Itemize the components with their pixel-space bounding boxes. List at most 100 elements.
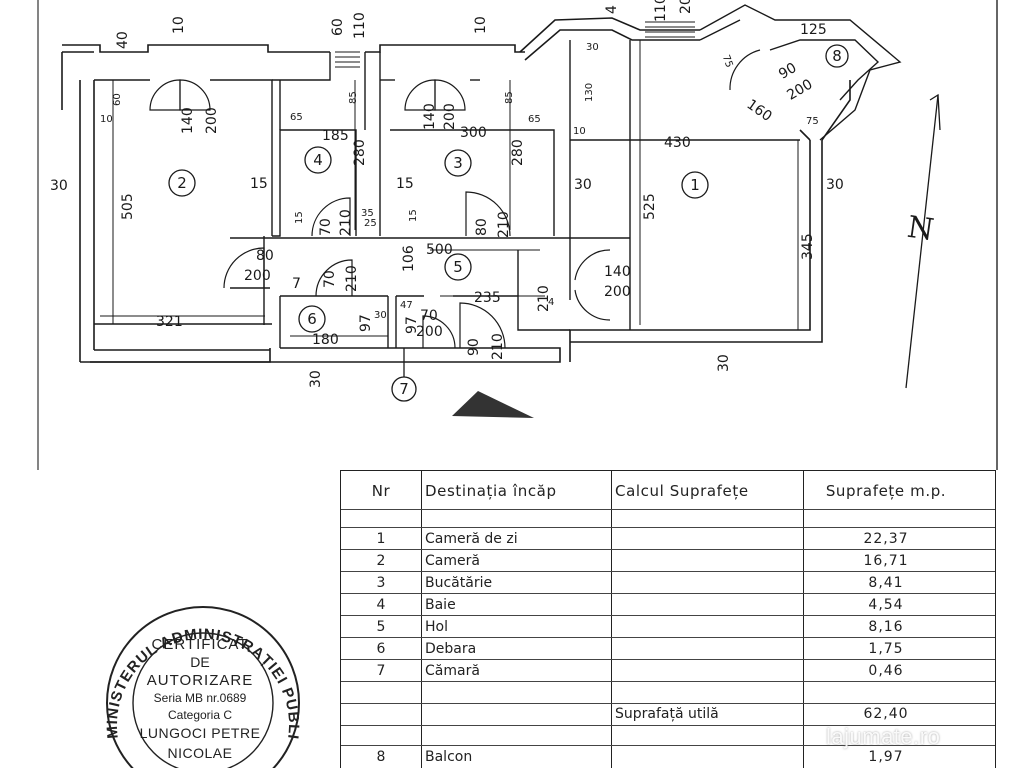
row-nr: 1 bbox=[376, 531, 386, 547]
room-area-table: Nr Destinația încăp Calcul Suprafețe Sup… bbox=[340, 470, 996, 768]
header-destination: Destinația încăp bbox=[425, 482, 557, 500]
row-nr: 5 bbox=[376, 619, 386, 635]
table-rule bbox=[341, 615, 995, 616]
total-area: 62,40 bbox=[863, 706, 909, 722]
dim-label: 125 bbox=[800, 22, 827, 38]
dim-label: 15 bbox=[396, 176, 414, 192]
dim-label: 80 bbox=[474, 218, 490, 236]
dim-label: 210 bbox=[496, 211, 512, 238]
table-header-row: Nr Destinația încăp Calcul Suprafețe Sup… bbox=[341, 480, 995, 502]
table-row: 8 Balcon 1,97 bbox=[341, 746, 995, 768]
stamp-line: AUTORIZARE bbox=[146, 672, 254, 689]
dim-label: 140 bbox=[604, 264, 631, 280]
table-divider bbox=[803, 471, 804, 768]
table-divider bbox=[611, 471, 612, 768]
table-row: 7 Cămară 0,46 bbox=[341, 660, 995, 682]
dim-label: 280 bbox=[510, 139, 526, 166]
dim-label: 525 bbox=[642, 193, 658, 220]
dim-label: 30 bbox=[308, 370, 324, 388]
stamp-line: LUNGOCI PETRE bbox=[139, 725, 261, 741]
dim-label: 70 bbox=[318, 218, 334, 236]
dim-label: 30 bbox=[586, 42, 599, 53]
room-numbers bbox=[168, 44, 849, 402]
dim-label: 210 bbox=[536, 285, 552, 312]
table-rule bbox=[341, 637, 995, 638]
dim-label: 321 bbox=[156, 314, 183, 330]
north-arrow bbox=[905, 93, 941, 389]
stamp-line: CERTIFICAT bbox=[151, 636, 249, 653]
stamp-ring: MINISTERUL ADMINISTRAȚIEI PUBLICE bbox=[100, 588, 300, 768]
header-calculation: Calcul Suprafețe bbox=[615, 482, 749, 500]
dim-label: 15 bbox=[250, 176, 268, 192]
north-label: N bbox=[905, 210, 936, 248]
row-area: 16,71 bbox=[863, 553, 909, 569]
row-nr: 8 bbox=[376, 749, 386, 765]
total-label: Suprafață utilă bbox=[615, 706, 719, 722]
dim-label: 80 bbox=[256, 248, 274, 264]
authorization-stamp: MINISTERUL ADMINISTRAȚIEI PUBLICE CERTIF… bbox=[100, 588, 300, 768]
dim-label: 90 bbox=[776, 60, 799, 83]
row-destination: Baie bbox=[425, 597, 456, 613]
table-row: 6 Debara 1,75 bbox=[341, 638, 995, 660]
row-area: 22,37 bbox=[863, 531, 909, 547]
table-rule bbox=[341, 659, 995, 660]
table-row: 4 Baie 4,54 bbox=[341, 594, 995, 616]
dim-label: 15 bbox=[294, 211, 305, 224]
dim-label: 500 bbox=[426, 242, 453, 258]
row-destination: Debara bbox=[425, 641, 477, 657]
dim-label: 40 bbox=[115, 31, 131, 49]
dim-label: 180 bbox=[312, 332, 339, 348]
dim-label: 85 bbox=[504, 91, 515, 104]
dim-label: 97 bbox=[358, 314, 374, 332]
dim-label: 200 bbox=[604, 284, 631, 300]
table-rule bbox=[341, 527, 995, 528]
dim-label: 300 bbox=[460, 125, 487, 141]
dim-label: 20 bbox=[678, 0, 694, 14]
header-nr: Nr bbox=[371, 482, 391, 500]
table-rule bbox=[341, 703, 995, 704]
dim-label: 4 bbox=[548, 297, 554, 308]
dim-label: 110 bbox=[352, 12, 368, 39]
balcony-outline bbox=[699, 4, 902, 141]
dim-label: 10 bbox=[171, 16, 187, 34]
dim-label: 25 bbox=[364, 218, 377, 229]
row-area: 4,54 bbox=[868, 597, 904, 613]
dim-label: 30 bbox=[374, 310, 387, 321]
dim-label: 65 bbox=[528, 114, 541, 125]
dim-label: 30 bbox=[716, 354, 732, 372]
table-rule bbox=[341, 725, 995, 726]
room-number-7: 7 bbox=[399, 380, 409, 398]
inner-walls bbox=[94, 40, 800, 348]
room-number-1: 1 bbox=[690, 176, 700, 194]
dimension-labels: 40 10 60 110 10 4 110 20 30 125 60 10 14… bbox=[50, 0, 844, 388]
site-watermark: lajumate.ro bbox=[826, 724, 941, 749]
dim-label: 280 bbox=[352, 139, 368, 166]
row-destination: Cameră bbox=[425, 553, 480, 569]
floor-plan-drawing: 1 2 3 4 5 6 7 8 N 40 10 60 110 10 4 110 … bbox=[37, 0, 998, 470]
stamp-line: NICOLAE bbox=[167, 745, 233, 761]
table-rule bbox=[341, 593, 995, 594]
header-area: Suprafețe m.p. bbox=[825, 482, 947, 500]
table-rule bbox=[341, 681, 995, 682]
row-nr: 6 bbox=[376, 641, 386, 657]
dim-label: 345 bbox=[800, 233, 816, 260]
door-swings bbox=[149, 49, 761, 349]
dim-label: 160 bbox=[744, 97, 775, 125]
dim-label: 85 bbox=[348, 91, 359, 104]
table-row: 2 Cameră 16,71 bbox=[341, 550, 995, 572]
stamp-line: DE bbox=[190, 654, 210, 670]
dim-label: 106 bbox=[401, 245, 417, 272]
dim-label: 210 bbox=[344, 265, 360, 292]
dim-label: 70 bbox=[322, 270, 338, 288]
stair-marks bbox=[335, 21, 695, 68]
table-row: 3 Bucătărie 8,41 bbox=[341, 572, 995, 594]
room-number-3: 3 bbox=[453, 154, 463, 172]
room-number-5: 5 bbox=[453, 258, 463, 276]
table-divider bbox=[421, 471, 422, 768]
dim-label: 110 bbox=[653, 0, 669, 22]
dim-label: 70 bbox=[420, 308, 438, 324]
dim-label: 140 bbox=[422, 103, 438, 130]
row-area: 1,97 bbox=[868, 749, 904, 765]
dim-label: 35 bbox=[361, 208, 374, 219]
row-area: 8,41 bbox=[868, 575, 904, 591]
